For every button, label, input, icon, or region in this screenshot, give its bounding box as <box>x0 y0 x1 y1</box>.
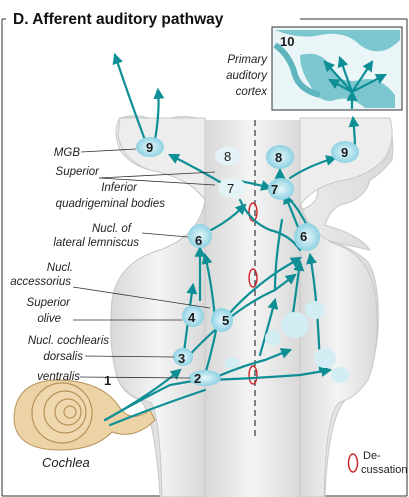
label-quadrigeminal: quadrigeminal bodies <box>56 198 166 210</box>
cortex-label-3: cortex <box>236 86 269 98</box>
num-7-left: 7 <box>227 181 234 196</box>
legend-decussation-2: cussation <box>361 464 407 476</box>
num-6-left: 6 <box>195 233 202 248</box>
label-superior: Superior <box>56 166 101 178</box>
label-lemniscus-2: lateral lemniscus <box>53 237 139 249</box>
figure-title: D. Afferent auditory pathway <box>13 11 224 28</box>
num-8-right: 8 <box>275 150 282 165</box>
label-accessorius-2: accessorius <box>10 276 71 288</box>
num-9-right: 9 <box>341 145 348 160</box>
label-lemniscus-1: Nucl. of <box>92 223 133 235</box>
label-ventralis: ventralis <box>37 371 80 383</box>
legend-decussation-1: De- <box>363 450 381 462</box>
num-6-right: 6 <box>300 229 307 244</box>
label-accessorius-1: Nucl. <box>47 262 73 274</box>
brainstem-shape <box>111 116 393 497</box>
cortex-number: 10 <box>280 34 294 49</box>
num-5: 5 <box>222 313 229 328</box>
label-inferior: Inferior <box>101 182 138 194</box>
num-8-left: 8 <box>224 149 231 164</box>
label-mgb: MGB <box>54 147 81 159</box>
label-cochlearis: Nucl. cochlearis <box>28 335 109 347</box>
cortex-label-1: Primary <box>227 54 268 66</box>
decussation-legend <box>349 454 358 472</box>
num-1: 1 <box>104 373 111 388</box>
num-3: 3 <box>178 351 185 366</box>
num-2: 2 <box>194 371 201 386</box>
num-4: 4 <box>188 310 196 325</box>
label-olive-1: Superior <box>27 297 72 309</box>
cortex-label-2: auditory <box>226 70 268 82</box>
label-dorsalis: dorsalis <box>43 351 83 363</box>
cochlea-label: Cochlea <box>42 455 90 470</box>
num-7-right: 7 <box>271 182 278 197</box>
num-9-left: 9 <box>146 140 153 155</box>
label-olive-2: olive <box>37 313 61 325</box>
